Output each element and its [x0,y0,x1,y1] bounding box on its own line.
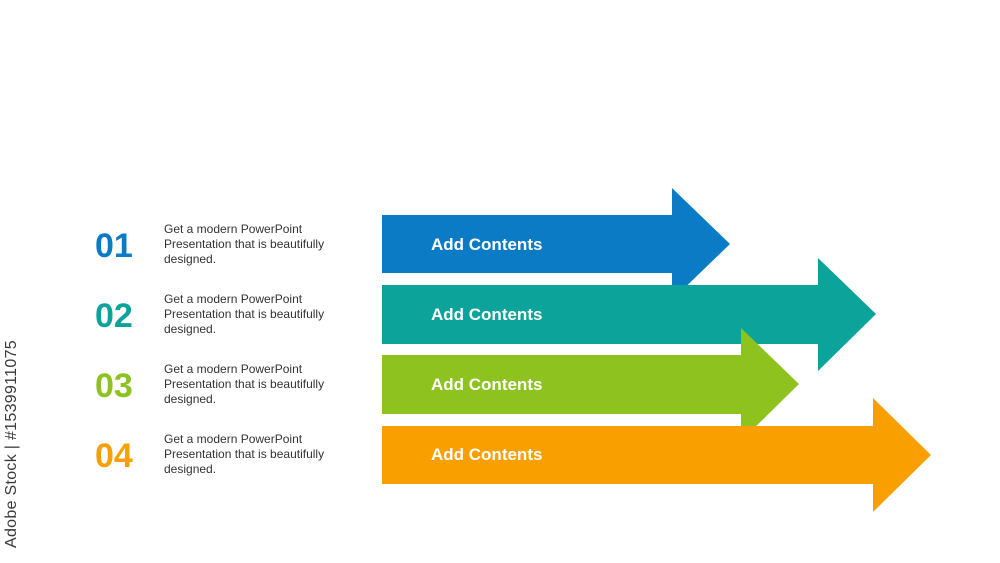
arrow-2: Add Contents [382,258,876,371]
stock-watermark-text: Adobe Stock | #1539911075 [3,340,20,548]
arrow-1: Add Contents [382,188,730,300]
arrow-4: Add Contents [382,398,931,512]
arrow-1-label: Add Contents [431,235,542,254]
step-number-01: 01 [95,227,133,265]
arrow-4-label: Add Contents [431,445,542,464]
arrow-3: Add Contents [382,328,799,441]
step-number-02: 02 [95,297,133,335]
step-description-04: Get a modern PowerPoint Presentation tha… [164,432,325,476]
arrow-4-shape [382,398,931,512]
step-description-03: Get a modern PowerPoint Presentation tha… [164,362,325,406]
step-number-04: 04 [95,437,133,475]
arrow-3-label: Add Contents [431,375,542,394]
arrow-1-shape [382,188,730,300]
arrow-2-label: Add Contents [431,305,542,324]
step-number-03: 03 [95,367,133,405]
step-description-01: Get a modern PowerPoint Presentation tha… [164,222,325,266]
step-description-02: Get a modern PowerPoint Presentation tha… [164,292,325,336]
arrow-3-shape [382,328,799,441]
